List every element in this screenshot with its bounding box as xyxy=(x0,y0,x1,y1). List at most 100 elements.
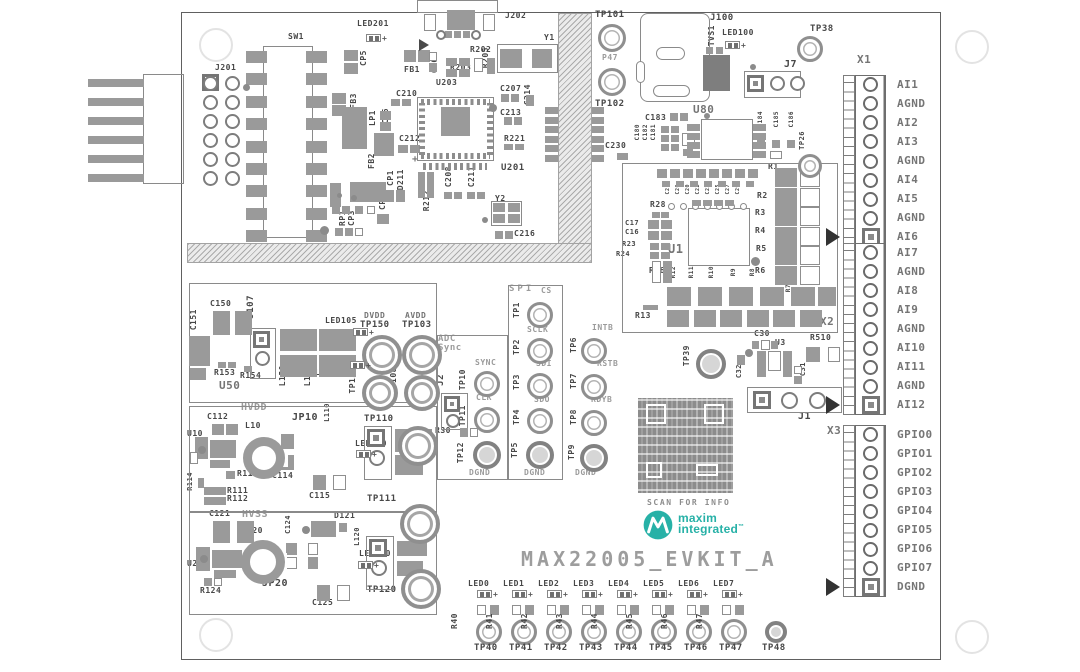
label-c230: C230 xyxy=(605,141,627,150)
pad xyxy=(225,95,240,110)
pad xyxy=(398,145,408,153)
pad xyxy=(704,181,712,187)
pad xyxy=(652,605,661,615)
pad xyxy=(582,605,591,615)
pad xyxy=(791,287,815,306)
led-icon xyxy=(722,590,743,599)
component-outline xyxy=(701,119,753,160)
label-sync: SYNC xyxy=(475,358,497,367)
pad xyxy=(591,154,604,162)
label-j7: J7 xyxy=(784,59,798,70)
led-icon xyxy=(477,590,498,599)
pad xyxy=(770,151,782,159)
inductor-ring xyxy=(241,540,285,584)
label-tp44: TP44 xyxy=(614,643,638,653)
pad xyxy=(246,207,267,220)
pin-label-agnd: AGND xyxy=(897,379,926,393)
label-r46: R46 xyxy=(660,613,669,629)
pad xyxy=(445,31,452,38)
label-sdo: SDO xyxy=(534,395,550,404)
pad xyxy=(545,135,558,143)
pad xyxy=(446,69,457,77)
logo-line1: maxim xyxy=(678,511,718,525)
pad xyxy=(591,145,604,152)
pin-label-gpio0: GPIO0 xyxy=(897,427,933,441)
test-point xyxy=(616,619,642,645)
marker-dot xyxy=(243,84,250,91)
pad xyxy=(421,99,490,105)
label-c213: C213 xyxy=(500,108,522,117)
pad xyxy=(203,114,218,129)
pad xyxy=(729,287,753,306)
pad xyxy=(203,133,218,148)
pad xyxy=(308,557,318,569)
pad xyxy=(319,329,356,351)
pad xyxy=(306,140,327,153)
pad xyxy=(746,181,754,187)
pad xyxy=(680,113,688,121)
pad xyxy=(783,351,792,377)
pad xyxy=(643,305,658,310)
label-y2: Y2 xyxy=(495,194,506,203)
test-point xyxy=(797,36,823,62)
mounting-hole xyxy=(955,30,989,64)
pin-label-ai3: AI3 xyxy=(897,134,919,148)
pad xyxy=(246,118,267,131)
label-tp47: TP47 xyxy=(719,643,743,653)
pad xyxy=(761,340,770,350)
pad xyxy=(753,124,766,131)
pad xyxy=(663,261,672,283)
led-icon xyxy=(725,41,746,50)
pad xyxy=(720,310,742,327)
label-y1: Y1 xyxy=(544,33,555,42)
pad xyxy=(595,605,604,615)
component-outline xyxy=(688,208,750,266)
pad xyxy=(459,69,470,77)
marker-dot xyxy=(482,217,488,223)
pad xyxy=(446,58,457,66)
label-c125: C125 xyxy=(312,598,334,607)
label-led6: LED6 xyxy=(678,579,700,588)
pad xyxy=(676,181,684,187)
pad xyxy=(504,144,513,150)
pad xyxy=(512,605,521,615)
led-icon xyxy=(366,34,387,43)
test-point xyxy=(581,338,607,364)
led-icon xyxy=(687,590,708,599)
pad xyxy=(88,98,144,106)
test-point xyxy=(527,338,553,364)
label-r4: R4 xyxy=(755,226,766,235)
label-r41: R41 xyxy=(485,613,494,629)
pad xyxy=(246,51,267,63)
label-led2: LED2 xyxy=(538,579,560,588)
pad xyxy=(88,174,144,182)
pin-label-ai5: AI5 xyxy=(897,192,919,206)
marker-dot xyxy=(704,113,710,119)
pad xyxy=(501,94,509,102)
pad xyxy=(286,557,297,569)
label-rstb: RSTB xyxy=(597,359,619,368)
pad xyxy=(698,287,722,306)
pad xyxy=(483,14,495,31)
pad xyxy=(350,182,386,202)
label-intb: INTB xyxy=(592,323,614,332)
pad xyxy=(306,163,327,175)
pad xyxy=(344,63,358,74)
label-tp39: TP39 xyxy=(682,345,691,367)
label-r153: R153 xyxy=(214,368,236,377)
pad xyxy=(735,605,744,615)
label-r510: R510 xyxy=(810,333,832,342)
pad xyxy=(532,49,552,68)
label-c16: C16 xyxy=(625,228,640,236)
component-outline xyxy=(437,335,508,480)
connector-pin xyxy=(863,210,878,226)
pad xyxy=(661,231,672,240)
marker-dot xyxy=(198,446,206,454)
pad xyxy=(460,428,468,437)
label-c181: C181 xyxy=(650,124,657,141)
pad xyxy=(210,440,236,458)
pin-label-ai11: AI11 xyxy=(897,360,926,374)
label-spi: SPI xyxy=(509,284,535,294)
test-point xyxy=(402,335,442,375)
